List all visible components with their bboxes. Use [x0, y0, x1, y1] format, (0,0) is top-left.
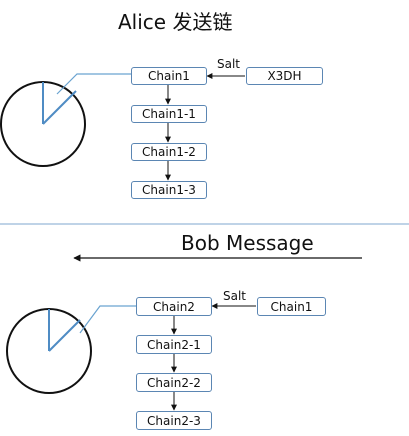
top-chain-box: Chain1-2: [131, 143, 207, 161]
bottom-salt-label: Salt: [223, 289, 247, 303]
bottom-chain-box: Chain2-2: [136, 373, 212, 392]
top-pointer-line: [56, 73, 131, 95]
bottom-pointer-line: [79, 305, 137, 334]
top-clock-icon: [0, 81, 86, 167]
bottom-clock-icon: [6, 308, 92, 394]
top-source-box: X3DH: [246, 67, 323, 85]
bottom-chain-box: Chain2-3: [136, 411, 212, 430]
top-chain-box: Chain1-1: [131, 105, 207, 123]
top-title: Alice 发送链: [118, 10, 233, 34]
bottom-source-box: Chain1: [257, 297, 326, 316]
bottom-title: Bob Message: [181, 231, 314, 255]
bottom-chain-box: Chain2-1: [136, 335, 212, 354]
bottom-chain-box: Chain2: [136, 297, 212, 316]
top-chain-box: Chain1: [131, 67, 207, 85]
top-chain-box: Chain1-3: [131, 181, 207, 199]
top-salt-label: Salt: [217, 57, 241, 71]
